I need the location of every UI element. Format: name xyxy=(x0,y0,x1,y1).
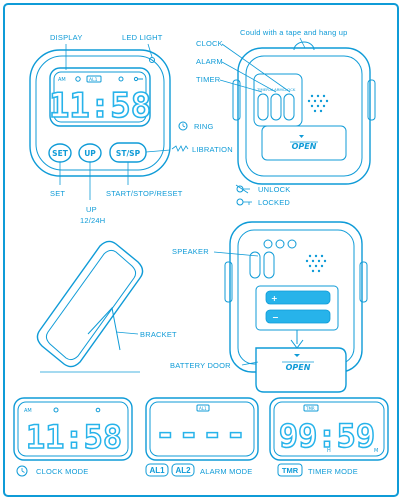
libration-icon xyxy=(171,145,189,152)
label-up-sub: 12/24H xyxy=(80,216,105,225)
alarm-mode-label: ALARM MODE xyxy=(200,467,252,476)
label-timer: TIMER xyxy=(196,75,221,84)
timer-mode-badge: TMR xyxy=(282,466,299,475)
timer-mode-digits: 99:59 xyxy=(279,417,375,455)
battery-door-open-text: OPEN xyxy=(286,363,311,372)
bracket xyxy=(87,306,121,351)
led-light xyxy=(149,57,155,63)
main-al1-indicator: AL1 xyxy=(89,77,98,83)
svg-text:−: − xyxy=(272,313,279,322)
set-button[interactable]: SET xyxy=(48,143,72,163)
main-am-indicator: AM xyxy=(58,77,66,83)
back-open-text: OPEN xyxy=(292,142,317,151)
main-key-icon xyxy=(133,76,139,82)
front-view-clock: AM AL1 11:58 SET UP ST/SP xyxy=(29,49,171,177)
main-time-digits: 11:58 xyxy=(49,86,151,126)
label-start-stop: START/STOP/RESET xyxy=(106,189,183,198)
back-clock-button[interactable]: CLOCK xyxy=(283,87,296,121)
label-libration: LIBRATION xyxy=(192,145,233,154)
label-set: SET xyxy=(50,189,65,198)
svg-text:ALARM: ALARM xyxy=(269,87,282,92)
clock-mode-am: AM xyxy=(24,408,32,414)
label-tape-note: Could with a tape and hang up xyxy=(240,28,348,37)
back-speaker-grill xyxy=(307,94,329,113)
back-timer-button[interactable]: TIMER xyxy=(256,87,269,121)
timer-mode-h: H xyxy=(327,448,331,454)
battery-door[interactable]: OPEN xyxy=(255,347,347,393)
label-display: DISPLAY xyxy=(50,33,83,42)
label-clock: CLOCK xyxy=(196,39,223,48)
clock-mode-display: AM 11:58 xyxy=(13,397,133,461)
svg-text:ST/SP: ST/SP xyxy=(116,149,141,158)
timer-mode-caption: TMR TIMER MODE xyxy=(277,463,358,477)
label-led-light: LED LIGHT xyxy=(122,33,163,42)
svg-text:UP: UP xyxy=(84,149,96,158)
locked-icon xyxy=(236,198,252,206)
label-locked: LOCKED xyxy=(258,198,290,207)
label-battery-door: BATTERY DOOR xyxy=(170,361,231,370)
clock-mode-label: CLOCK MODE xyxy=(36,467,88,476)
ring-icon xyxy=(178,121,188,131)
alarm-mode-digits: ---- xyxy=(155,414,249,454)
svg-text:SET: SET xyxy=(52,149,69,158)
hang-hole xyxy=(293,41,315,51)
alarm-mode-display: AL1 ---- xyxy=(145,397,259,461)
clock-mode-caption: CLOCK MODE xyxy=(16,465,88,477)
label-up: UP xyxy=(86,205,97,214)
svg-text:CLOCK: CLOCK xyxy=(283,87,296,92)
unlock-icon xyxy=(235,184,250,194)
main-lcd xyxy=(49,67,151,127)
timer-mode-m: M xyxy=(374,448,378,454)
main-bell-icon xyxy=(118,76,124,82)
svg-text:+: + xyxy=(271,294,278,303)
alarm-mode-badge-2: AL2 xyxy=(175,466,191,475)
battery-top: + xyxy=(265,290,331,305)
label-alarm: ALARM xyxy=(196,57,223,66)
side-view-clock xyxy=(36,240,144,373)
timer-mode-tmr-tiny: TMR xyxy=(305,406,315,411)
battery-view-speaker xyxy=(305,254,327,273)
back-alarm-button[interactable]: ALARM xyxy=(269,87,283,121)
up-button[interactable]: UP xyxy=(78,143,102,163)
stsp-button[interactable]: ST/SP xyxy=(109,142,147,163)
label-ring: RING xyxy=(194,122,214,131)
clock-mode-digits: 11:58 xyxy=(26,418,122,456)
timer-mode-display: TMR 99:59 H M xyxy=(269,397,389,461)
alarm-mode-caption: AL1 AL2 ALARM MODE xyxy=(145,463,252,477)
clock-mode-icon xyxy=(16,465,28,477)
back-battery-door[interactable] xyxy=(261,125,347,161)
back-view-clock: TIMER ALARM CLOCK OPEN xyxy=(232,41,376,185)
alarm-mode-al-tiny: AL1 xyxy=(199,406,207,411)
alarm-mode-badge-1: AL1 xyxy=(149,466,165,475)
battery-view-clock: + − xyxy=(224,221,368,373)
outer-frame xyxy=(3,3,399,497)
label-bracket: BRACKET xyxy=(140,330,177,339)
main-clock-icon xyxy=(75,76,81,82)
timer-mode-label: TIMER MODE xyxy=(308,467,358,476)
label-speaker: SPEAKER xyxy=(172,247,209,256)
label-unlock: UNLOCK xyxy=(258,185,290,194)
battery-bottom: − xyxy=(265,309,331,324)
svg-text:TIMER: TIMER xyxy=(256,87,269,92)
